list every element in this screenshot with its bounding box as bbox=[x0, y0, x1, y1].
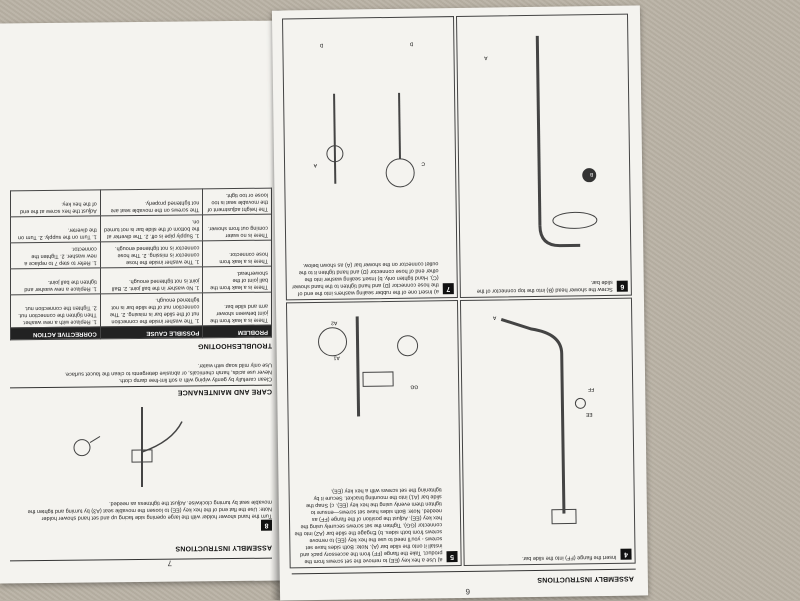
troubleshooting-table: PROBLEM POSSIBLE CAUSE CORRECTIVE ACTION… bbox=[10, 188, 272, 341]
slide-bar-diagram: EE FF A bbox=[492, 314, 594, 525]
column-header: POSSIBLE CAUSE bbox=[100, 325, 203, 339]
care-maintenance-section: CARE AND MAINTENANCE Clean carefully by … bbox=[10, 361, 272, 398]
left-page: 7 ASSEMBLY INSTRUCTIONS 8 Turn the hand … bbox=[0, 20, 282, 584]
column-header: PROBLEM bbox=[202, 325, 272, 338]
page-number: 7 bbox=[167, 558, 172, 568]
step-7-panel: 7 a) Insert one of the rubber sealing wa… bbox=[282, 16, 458, 301]
right-page: ASSEMBLY INSTRUCTIONS 4 Insert the flang… bbox=[271, 5, 649, 601]
label-gg: GG bbox=[410, 384, 418, 390]
table-cell: Adjust the hex screw at the end of the h… bbox=[10, 189, 101, 217]
step-number: 4 bbox=[620, 548, 632, 560]
table-cell: 1. The washer inside the hose connector … bbox=[100, 240, 203, 268]
hose-diagram: C A D D bbox=[313, 41, 425, 188]
connector-diagram: GG A1 A2 bbox=[318, 316, 418, 417]
table-row: There is no water coming out from shower… bbox=[10, 214, 272, 243]
page-header-rule bbox=[10, 557, 272, 562]
troubleshooting-header: TROUBLESHOOTING bbox=[197, 341, 272, 350]
step-text: Insert the flange (FF) into the slide ba… bbox=[522, 553, 617, 562]
shower-head-diagram: B A bbox=[484, 35, 598, 248]
label-ee: EE bbox=[585, 411, 592, 417]
table-row: There is a leak from hose connector. 1. … bbox=[10, 240, 272, 269]
label-b: B bbox=[589, 171, 593, 177]
step-text: a) Use a hex key (EE) to remove the set … bbox=[294, 486, 443, 565]
page-header-rule bbox=[291, 568, 636, 575]
step-6-panel: 6 Screw the shower head (B) into the top… bbox=[455, 13, 632, 299]
step-note: Note: Use the flat end of the hex key (E… bbox=[27, 498, 272, 515]
table-cell: There is a leak from hose connector. bbox=[202, 240, 272, 267]
label-a2: A2 bbox=[331, 320, 337, 326]
label-c: C bbox=[421, 160, 425, 166]
step-text: Screw the shower head (B) into the top c… bbox=[476, 278, 613, 294]
care-header: CARE AND MAINTENANCE bbox=[177, 387, 272, 396]
table-cell: There is a leak from the joint between s… bbox=[202, 292, 272, 326]
table-cell: 1. Turn on the supply. 2. Turn on the di… bbox=[10, 215, 101, 243]
section-header: ASSEMBLY INSTRUCTIONS bbox=[537, 574, 634, 583]
label-ff: FF bbox=[588, 386, 594, 392]
table-cell: 1. Replace with a new washer. Then tight… bbox=[10, 293, 101, 328]
table-row: There is a leak from the joint between s… bbox=[10, 292, 272, 328]
shower-holder-diagram bbox=[73, 406, 183, 487]
table-cell: There is no water coming out from shower… bbox=[202, 214, 272, 241]
troubleshooting-section: TROUBLESHOOTING PROBLEM POSSIBLE CAUSE C… bbox=[10, 188, 272, 352]
step-4-panel: 4 Insert the flange (FF) into the slide … bbox=[459, 297, 636, 566]
label-a: A bbox=[492, 314, 496, 320]
step-number: 5 bbox=[446, 551, 458, 563]
label-d: D bbox=[319, 42, 323, 48]
table-cell: 1. The washer inside the connection nut … bbox=[100, 292, 203, 327]
table-cell: 1. Refer to step 7 to replace a new wash… bbox=[10, 241, 101, 269]
table-row: There is a leak from the ball joint of t… bbox=[10, 266, 272, 295]
label-a1: A1 bbox=[333, 355, 339, 361]
table-cell: The height adjustment of the movable sea… bbox=[202, 188, 272, 215]
table-cell: The screws on the movable seat are not t… bbox=[100, 188, 203, 216]
table-cell: 1. No washer in the ball joint. 2. Ball … bbox=[100, 266, 203, 294]
step-number: 7 bbox=[442, 283, 454, 295]
step-number: 6 bbox=[616, 280, 628, 292]
step-text: a) Insert one of the rubber sealing wash… bbox=[291, 260, 439, 297]
label-a: A bbox=[484, 55, 488, 61]
page-number: 6 bbox=[465, 586, 471, 596]
table-row: The height adjustment of the movable sea… bbox=[10, 188, 272, 217]
table-cell: There is a leak from the ball joint of t… bbox=[202, 266, 272, 293]
table-cell: 1. Supply pipe is off. 2. The diverter a… bbox=[100, 214, 203, 242]
table-cell: 1. Replace a new washer and tighten the … bbox=[10, 267, 101, 295]
step-8: 8 Turn the hand shower holder with the l… bbox=[10, 498, 272, 540]
step-5-panel: 5 a) Use a hex key (EE) to remove the se… bbox=[285, 300, 462, 569]
label-a: A bbox=[313, 162, 317, 168]
right-page-content: ASSEMBLY INSTRUCTIONS 4 Insert the flang… bbox=[272, 5, 648, 600]
section-header: ASSEMBLY INSTRUCTIONS bbox=[175, 543, 272, 552]
left-page-content: 7 ASSEMBLY INSTRUCTIONS 8 Turn the hand … bbox=[0, 21, 282, 584]
column-header: CORRECTIVE ACTION bbox=[10, 326, 101, 340]
label-d: D bbox=[409, 41, 413, 47]
